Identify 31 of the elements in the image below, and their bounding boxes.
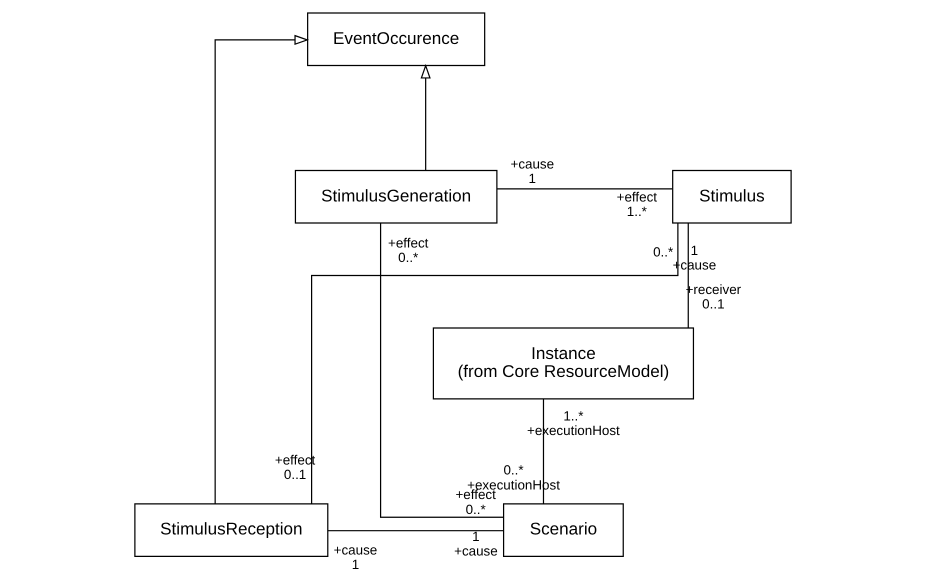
label: 0..*: [503, 462, 524, 478]
label: 0..*: [466, 502, 486, 517]
label: 0..1: [702, 296, 725, 312]
connector: [496, 188, 672, 190]
label: 1: [528, 171, 536, 186]
node-box: Scenario: [502, 503, 624, 557]
label: +cause: [334, 542, 378, 558]
label: 1: [472, 528, 480, 544]
arrow: [420, 64, 431, 170]
node-box: StimulusGeneration: [294, 170, 498, 224]
label: 1..*: [563, 408, 584, 424]
label: 1: [352, 557, 360, 572]
connector: [380, 224, 504, 518]
label: +cause: [454, 544, 498, 559]
label: 0..1: [284, 467, 306, 482]
connector: [542, 399, 544, 504]
label: +cause: [510, 156, 554, 172]
label: 1..*: [626, 204, 647, 220]
node-box: EventOccurence: [307, 12, 486, 66]
node-box: Stimulus: [672, 170, 792, 224]
connector: [688, 223, 689, 328]
label: +effect: [388, 235, 428, 250]
node-box: Instance (from Core ResourceModel): [432, 327, 694, 400]
label: 0..*: [653, 244, 674, 260]
connector: [311, 223, 678, 504]
label: 1: [690, 242, 698, 258]
connector: [328, 530, 504, 532]
label: 0..*: [398, 250, 418, 265]
arrow: [214, 34, 310, 504]
node-box: StimulusReception: [134, 503, 328, 557]
label: +effect: [616, 189, 658, 204]
